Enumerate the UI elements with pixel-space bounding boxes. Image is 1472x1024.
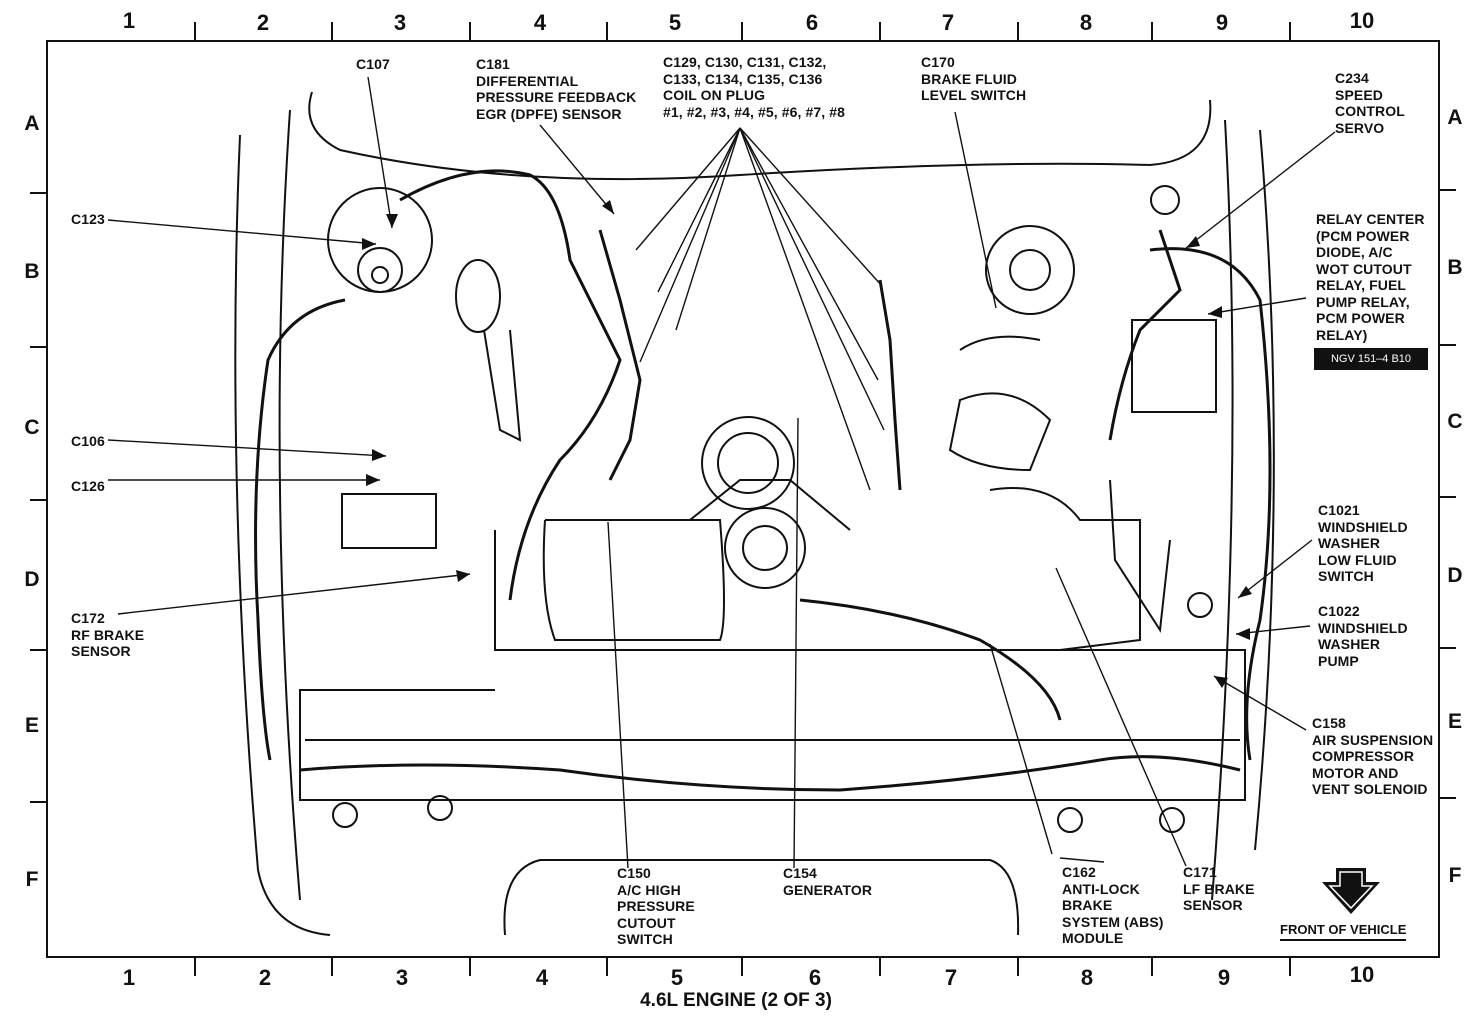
grid-col-top-8: 8 bbox=[1079, 10, 1093, 35]
diagram-title: 4.6L ENGINE (2 OF 3) bbox=[640, 990, 832, 1011]
label-c1022: C1022 WINDSHIELD WASHER PUMP bbox=[1318, 603, 1408, 669]
label-relay-center: RELAY CENTER (PCM POWER DIODE, A/C WOT C… bbox=[1316, 211, 1425, 343]
grid-row-right-e: E bbox=[1447, 710, 1462, 733]
grid-row-right-b: B bbox=[1447, 256, 1463, 279]
grid-row-left-e: E bbox=[24, 714, 39, 737]
grid-col-top-6: 6 bbox=[805, 10, 819, 35]
label-c171: C171 LF BRAKE SENSOR bbox=[1183, 864, 1255, 913]
label-c172: C172 RF BRAKE SENSOR bbox=[71, 610, 145, 659]
grid-col-top-10: 10 bbox=[1349, 8, 1375, 33]
label-c107: C107 bbox=[356, 56, 390, 72]
grid-col-bottom-8: 8 bbox=[1080, 965, 1094, 990]
label-c123: C123 bbox=[71, 211, 105, 227]
grid-col-top-2: 2 bbox=[256, 10, 270, 35]
label-c154: C154 GENERATOR bbox=[783, 865, 873, 898]
diagram-frame bbox=[46, 40, 1440, 958]
grid-row-left-a: A bbox=[24, 112, 40, 135]
grid-row-right-a: A bbox=[1447, 106, 1463, 129]
front-arrow-icon bbox=[1322, 868, 1380, 914]
grid-col-bottom-6: 6 bbox=[808, 965, 822, 990]
label-c162: C162 ANTI-LOCK BRAKE SYSTEM (ABS) MODULE bbox=[1062, 864, 1164, 946]
grid-row-right-d: D bbox=[1447, 564, 1463, 587]
grid-col-bottom-7: 7 bbox=[944, 965, 958, 990]
grid-col-top-4: 4 bbox=[533, 10, 547, 35]
grid-col-bottom-3: 3 bbox=[395, 965, 409, 990]
label-c158: C158 AIR SUSPENSION COMPRESSOR MOTOR AND… bbox=[1312, 715, 1434, 797]
grid-row-left-f: F bbox=[25, 868, 39, 891]
grid-col-top-9: 9 bbox=[1215, 10, 1229, 35]
label-c170: C170 BRAKE FLUID LEVEL SWITCH bbox=[921, 54, 1027, 103]
figure-code-badge: NGV 151–4 B10 bbox=[1314, 348, 1428, 370]
front-of-vehicle-label: FRONT OF VEHICLE bbox=[1280, 922, 1407, 941]
grid-col-bottom-10: 10 bbox=[1349, 962, 1375, 987]
label-c150: C150 A/C HIGH PRESSURE CUTOUT SWITCH bbox=[617, 865, 695, 947]
grid-col-bottom-4: 4 bbox=[535, 965, 549, 990]
grid-row-left-c: C bbox=[24, 416, 40, 439]
label-c181: C181 DIFFERENTIAL PRESSURE FEEDBACK EGR … bbox=[476, 56, 637, 122]
grid-row-left-b: B bbox=[24, 260, 40, 283]
label-c129-coils: C129, C130, C131, C132, C133, C134, C135… bbox=[663, 54, 846, 120]
label-c234: C234 SPEED CONTROL SERVO bbox=[1335, 70, 1405, 136]
label-c126: C126 bbox=[71, 478, 105, 494]
grid-row-left-d: D bbox=[24, 568, 40, 591]
grid-col-top-1: 1 bbox=[122, 8, 136, 33]
grid-col-bottom-2: 2 bbox=[258, 965, 272, 990]
grid-row-right-c: C bbox=[1447, 410, 1463, 433]
grid-col-bottom-5: 5 bbox=[670, 965, 684, 990]
grid-col-top-3: 3 bbox=[393, 10, 407, 35]
label-c106: C106 bbox=[71, 433, 105, 449]
grid-col-bottom-9: 9 bbox=[1217, 965, 1231, 990]
label-c1021: C1021 WINDSHIELD WASHER LOW FLUID SWITCH bbox=[1318, 502, 1408, 584]
grid-col-top-5: 5 bbox=[668, 10, 682, 35]
grid-row-right-f: F bbox=[1448, 864, 1462, 887]
grid-col-top-7: 7 bbox=[941, 10, 955, 35]
grid-col-bottom-1: 1 bbox=[122, 965, 136, 990]
